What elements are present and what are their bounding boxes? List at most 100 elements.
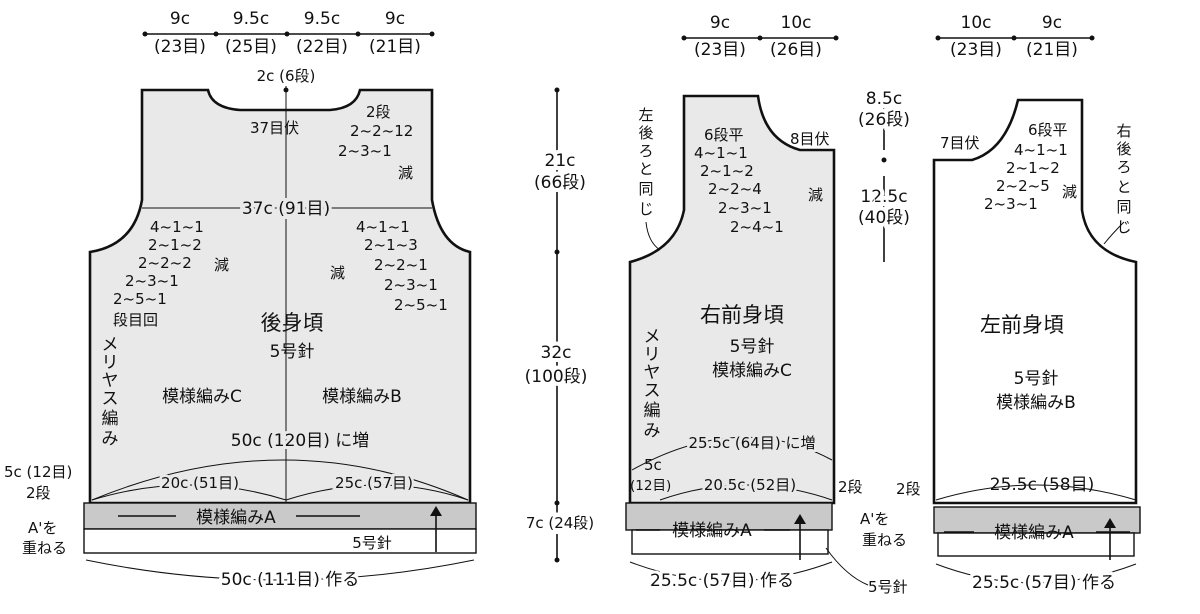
back-band-pattern: 模様編みA (196, 508, 276, 528)
back-pattern-c: 模様編みC (162, 387, 242, 407)
rf-stock-1: リ (644, 345, 661, 365)
rf-neck-bind: 8目伏 (790, 130, 830, 148)
lf-arm-rows: (40段) (858, 208, 910, 228)
rf-width: 20.5c (52目) (704, 476, 796, 494)
back-left-side: 5c (12目) (4, 463, 72, 481)
back-band-needle: 5号針 (352, 534, 392, 552)
lf-same-4: 同 (1116, 198, 1131, 216)
back-arm-left-3: 2~3~1 (125, 272, 179, 290)
back-stockinette-2: ヤ (102, 371, 119, 391)
back-increase: 50c (120目) に増 (231, 431, 370, 451)
rf-top-s2: (26目) (770, 40, 822, 60)
back-dec-top-2: 2~3~1 (338, 142, 392, 160)
lf-top-s2: (21目) (1026, 40, 1078, 60)
back-arm-right-2: 2~2~1 (374, 256, 428, 274)
lf-ribbing-band (933, 506, 1141, 534)
lf-width: 25.5c (58目) (990, 475, 1095, 495)
mid-body-len: 32c (541, 343, 572, 363)
middle-dimensions: 21c (66段) 32c (100段) 7c (24段) (521, 87, 598, 563)
back-stockinette-1: リ (102, 353, 119, 373)
rf-stock-4: 編 (644, 401, 661, 421)
rf-side-sts: (12目) (630, 478, 671, 494)
lf-neck-dec-0: 4~1~1 (1014, 141, 1068, 159)
back-needle: 5号針 (270, 342, 315, 362)
rf-neck-dec-1: 2~1~2 (700, 162, 754, 180)
back-stockinette-3: ス (102, 389, 119, 409)
lf-neck-dec-3: 2~3~1 (984, 195, 1038, 213)
lf-same-1: 後 (1116, 140, 1131, 158)
lf-rows: 2段 (896, 480, 921, 498)
rf-stock-5: み (644, 421, 661, 441)
lf-neck-dec-2: 2~2~5 (996, 177, 1050, 195)
back-top-w2: 9.5c (233, 9, 269, 29)
back-neck-rows: 2c (6段) (257, 67, 316, 85)
back-arm-left-0: 4~1~1 (150, 218, 204, 236)
back-arm-right-4: 2~5~1 (394, 296, 448, 314)
rf-top-w1: 9c (710, 13, 730, 33)
rf-top-w2: 10c (781, 13, 812, 33)
back-overlap-1: 重ねる (22, 539, 67, 557)
lf-neck-len: 8.5c (866, 89, 902, 109)
left-front-piece: 10c 9c (23目) (21目) 7目伏 6段平 4~1~1 2~1~2 2… (896, 13, 1141, 596)
back-stockinette-4: 編 (102, 409, 119, 429)
lf-neck-dec-1: 2~1~2 (1006, 159, 1060, 177)
rf-stock-2: ヤ (644, 363, 661, 383)
back-top-s1: (23目) (154, 37, 206, 57)
rf-pattern: 模様編みC (712, 361, 792, 381)
rf-stock-0: メ (644, 327, 661, 347)
rf-neck-dec-0: 4~1~1 (694, 144, 748, 162)
rf-top-s1: (23目) (694, 40, 746, 60)
lf-top-w1: 10c (961, 13, 992, 33)
rf-increase: 25.5c (64目) に増 (689, 434, 816, 452)
rf-same-5: じ (638, 200, 653, 218)
rf-same-3: と (638, 160, 653, 178)
rf-rows: 2段 (838, 478, 863, 496)
rf-band-pattern: 模様編みA (672, 521, 752, 541)
lf-arm-len: 12.5c (860, 187, 907, 207)
rf-side: 5c (644, 456, 662, 474)
back-dec-top-0: 2段 (366, 103, 391, 121)
lf-pattern: 模様編みB (996, 393, 1076, 413)
lf-same-2: ろ (1116, 158, 1131, 176)
rf-same-1: 後 (638, 124, 653, 142)
back-top-s4: (21目) (369, 37, 421, 57)
back-arm-left-4: 2~5~1 (113, 290, 167, 308)
mid-band-len: 7c (24段) (526, 514, 594, 532)
back-arm-left-label: 減 (214, 256, 229, 274)
back-stockinette-0: メ (102, 335, 119, 355)
back-arm-right-0: 4~1~1 (356, 218, 410, 236)
back-arm-right-label: 減 (330, 264, 345, 282)
lf-neck-rows: (26段) (858, 110, 910, 130)
lf-band-pattern: 模様編みA (994, 523, 1074, 543)
right-front-piece: 9c 10c (23目) (26目) 左 後 ろ と 同 じ 6段平 4~1~1… (625, 13, 908, 596)
lf-same-3: と (1116, 178, 1131, 196)
back-overlap-0: A'を (28, 519, 57, 537)
back-title: 後身頃 (261, 311, 324, 335)
back-arm-left-1: 2~1~2 (148, 236, 202, 254)
back-pattern-b: 模様編みB (322, 387, 402, 407)
back-seg1: 20c (51目) (161, 474, 239, 492)
rf-dec-label: 減 (808, 186, 823, 204)
back-piece: 9c 9.5c 9.5c 9c (23目) (25目) (22目) (21目) … (4, 9, 477, 593)
lf-dec-label: 減 (1062, 183, 1077, 201)
rf-neck-dec-3: 2~3~1 (718, 199, 772, 217)
rf-neck-dec-2: 2~2~4 (708, 180, 762, 198)
rf-cast-on-band (631, 529, 829, 555)
lf-same-0: 右 (1116, 122, 1131, 140)
lf-top-w2: 9c (1042, 13, 1062, 33)
back-arm-left-5: 段目回 (113, 311, 158, 329)
rf-overlap-0: A'を (860, 510, 889, 528)
back-top-s2: (25目) (225, 37, 277, 57)
rf-cast-on: 25.5c (57目) 作る (650, 571, 794, 591)
mid-top-rows: (66段) (534, 173, 586, 193)
rf-neck-flat: 6段平 (704, 126, 744, 144)
left-front-dims: 8.5c (26段) 12.5c (40段) (854, 85, 914, 262)
back-arm-right-3: 2~3~1 (384, 276, 438, 294)
mid-body-rows: (100段) (525, 367, 588, 387)
back-bindoff: 37目伏 (250, 119, 299, 137)
rf-same-4: 同 (638, 180, 653, 198)
back-stockinette-5: み (102, 429, 119, 449)
rf-title: 右前身頃 (700, 303, 784, 327)
rf-stock-3: ス (644, 381, 661, 401)
